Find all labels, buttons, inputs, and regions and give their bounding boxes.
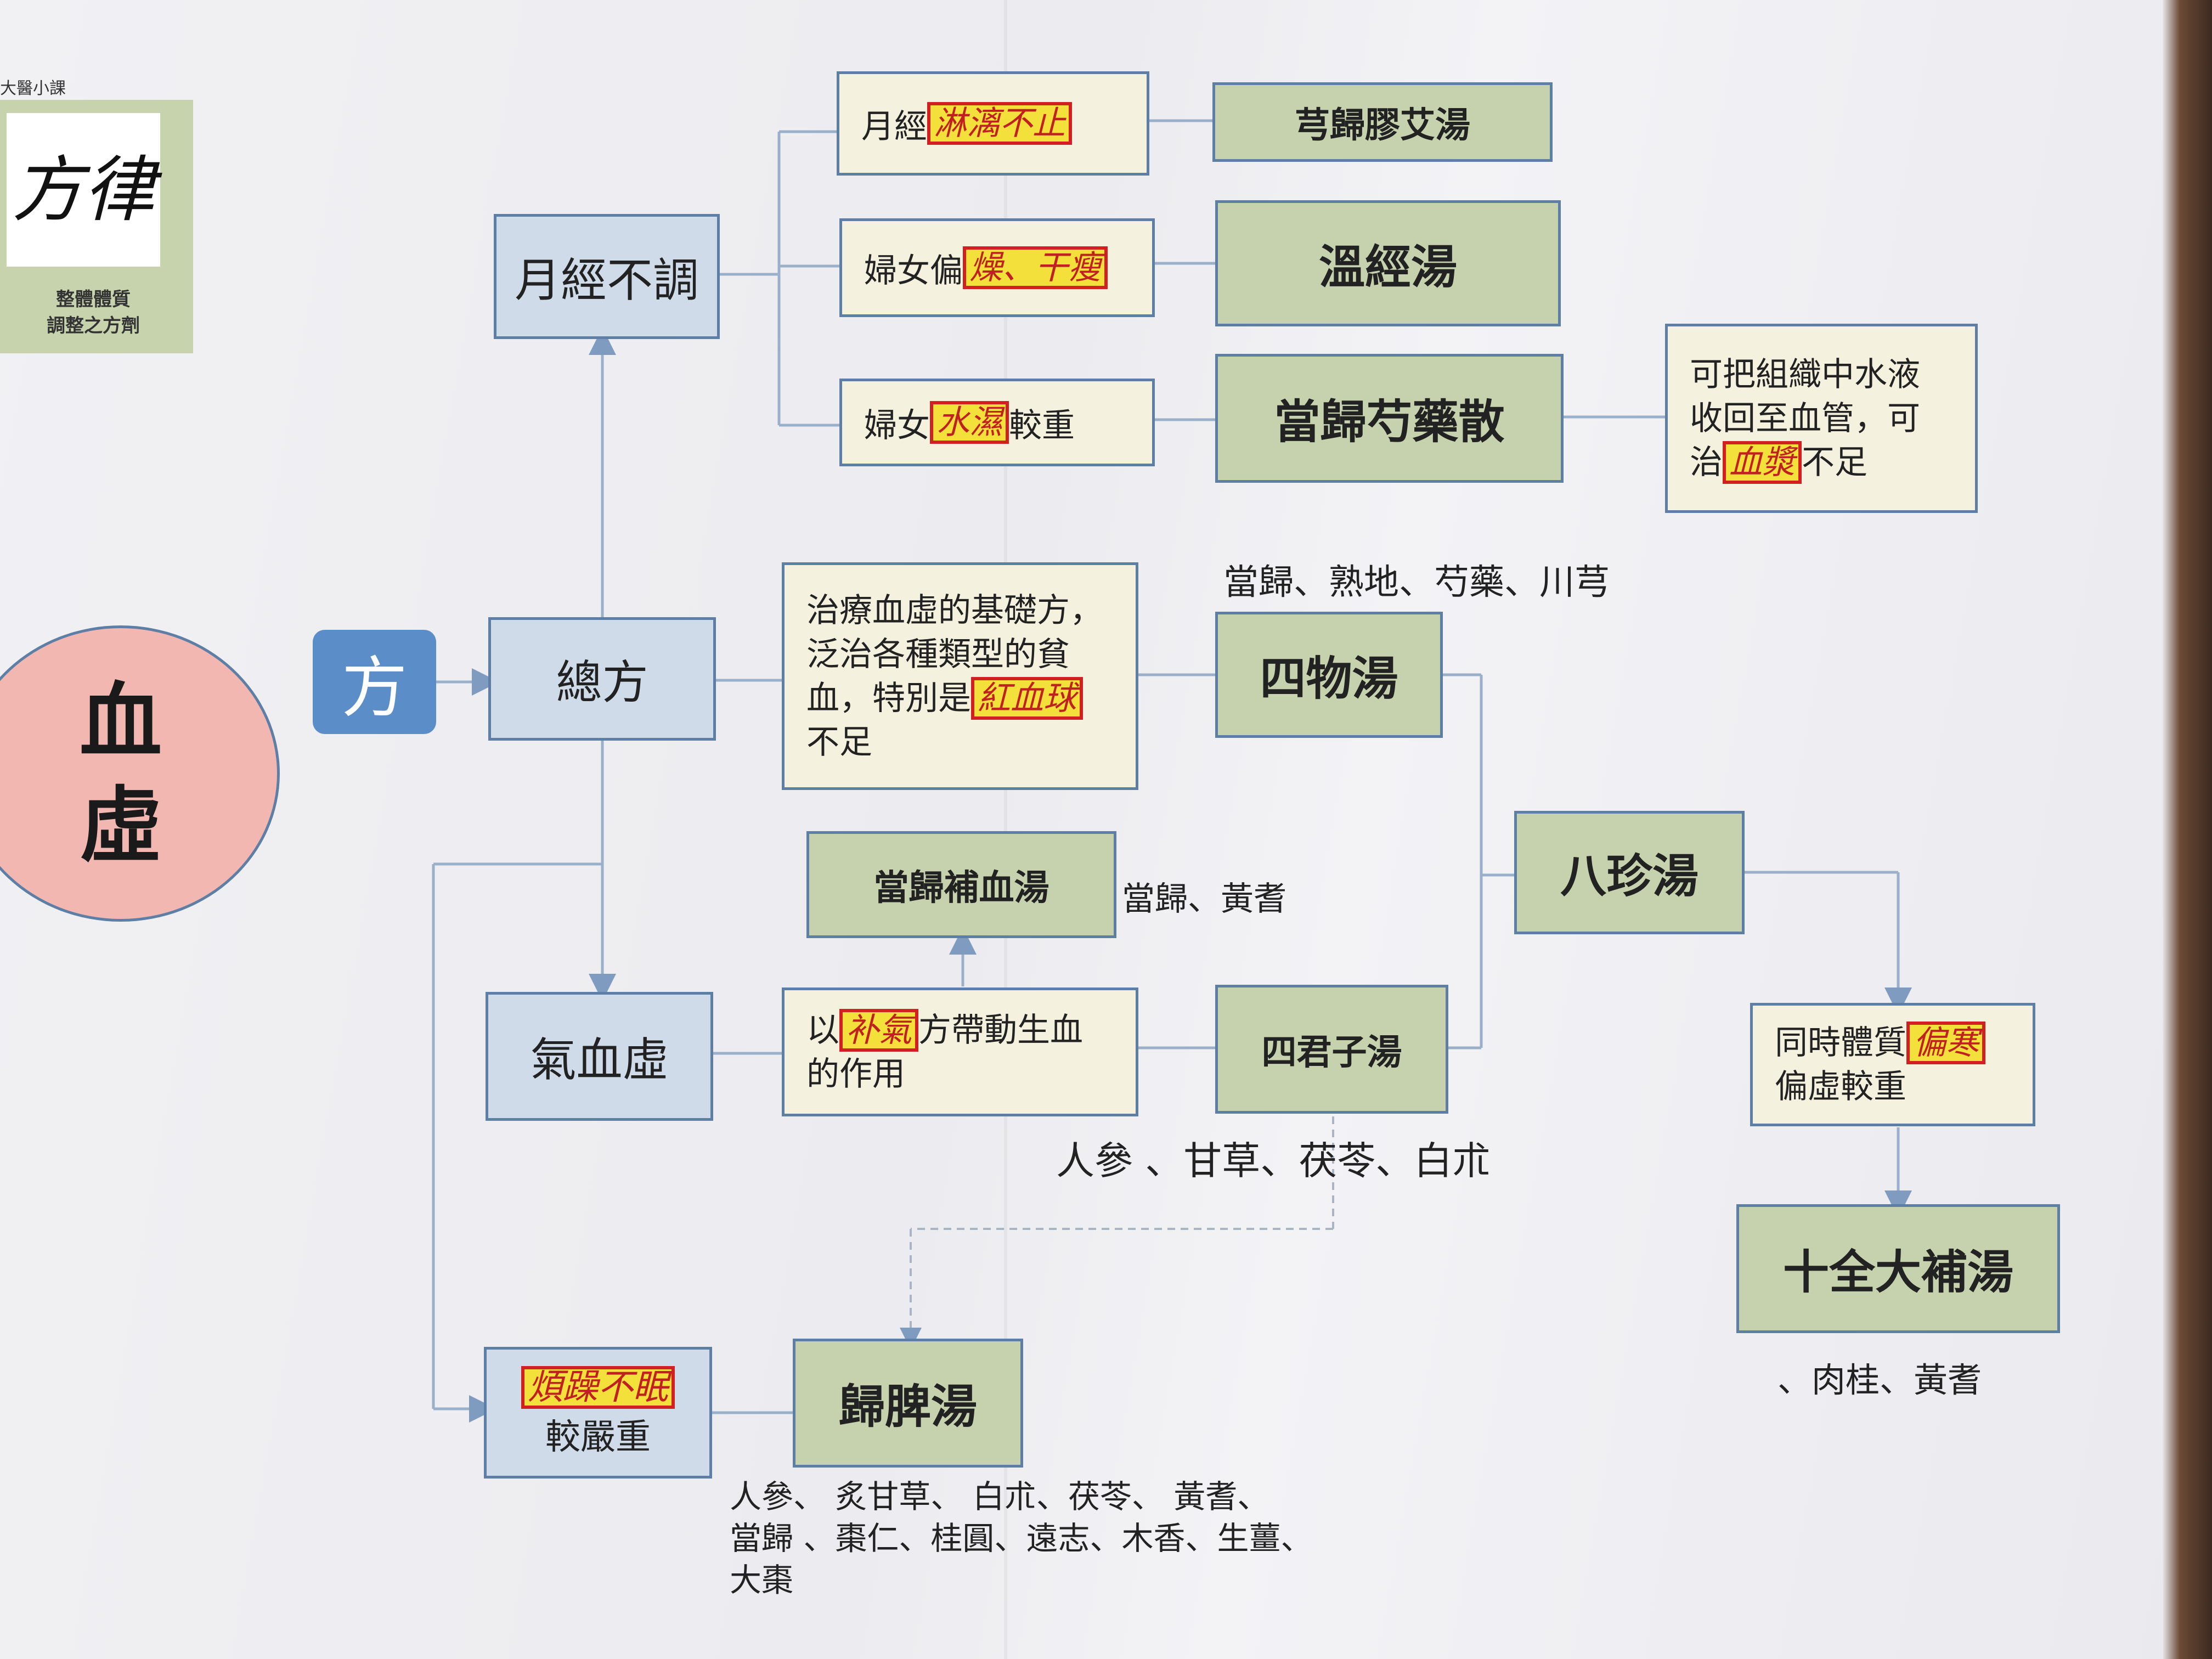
note-line: 治血漿不足 xyxy=(1690,441,1920,484)
cond-text: 較重 xyxy=(1009,406,1075,445)
formula-bazhen: 八珍湯 xyxy=(1514,811,1745,934)
formula-danggui-shaoyao: 當歸芍藥散 xyxy=(1215,354,1564,483)
herbs-shiquan: 、肉桂、黃耆 xyxy=(1778,1360,1982,1400)
note-line: 泛治各種類型的貧 xyxy=(806,635,1070,674)
formula-xiongguijiaoai: 芎歸膠艾湯 xyxy=(1212,82,1553,162)
highlight-mark: 偏寒 xyxy=(1906,1021,1985,1064)
cond-text: 婦女 xyxy=(864,406,930,445)
note-line: 以补氣方帶動生血 xyxy=(806,1008,1083,1052)
blood-deficiency-circle: 血 虛 xyxy=(0,625,280,922)
cond-yuejing: 月經 淋漓不止 xyxy=(837,71,1149,176)
cond-funv-shui: 婦女 水濕 較重 xyxy=(839,379,1155,466)
cond-text: 月經 xyxy=(861,107,927,146)
note-line: 不足 xyxy=(806,723,872,761)
node-yuejing-butiao: 月經不調 xyxy=(494,214,720,339)
logo-caption: 大醫小課 xyxy=(0,79,66,98)
cond-funv-pian: 婦女偏 燥、干瘦 xyxy=(839,218,1155,317)
formula-danggui-buxue: 當歸補血湯 xyxy=(806,831,1116,938)
note-siwu: 治療血虛的基礎方， 泛治各種類型的貧 血，特別是紅血球 不足 xyxy=(782,562,1138,790)
circle-line-2: 虛 xyxy=(79,777,162,874)
note-line: 可把組織中水液 xyxy=(1690,355,1920,394)
highlight-mark: 煩躁不眠 xyxy=(521,1366,675,1409)
logo: 方律 整體體質 調整之方劑 xyxy=(0,100,193,353)
node-jiaoyanzhong-label: 較嚴重 xyxy=(545,1417,651,1458)
note-line: 收回至血管，可 xyxy=(1690,399,1920,438)
formula-siwu: 四物湯 xyxy=(1215,612,1443,738)
highlight-mark: 淋漓不止 xyxy=(927,102,1072,145)
node-qixuexu: 氣血虛 xyxy=(486,992,713,1121)
fang-badge: 方 xyxy=(313,630,436,734)
logo-subtitle-2: 調整之方劑 xyxy=(47,315,140,337)
herbs-sijunzi: 人參 、甘草、茯苓、白朮 xyxy=(1056,1138,1491,1183)
note-qi: 以补氣方帶動生血 的作用 xyxy=(782,988,1138,1116)
note-shaoyao: 可把組織中水液 收回至血管，可 治血漿不足 xyxy=(1665,324,1978,513)
herbs-guipi-line: 當歸 、棗仁、桂圓、遠志、木香、生薑、 xyxy=(730,1520,1313,1557)
herbs-siwu: 當歸、熟地、芍藥、川芎 xyxy=(1223,562,1610,603)
note-line: 的作用 xyxy=(806,1054,905,1093)
circle-line-1: 血 xyxy=(79,673,162,770)
formula-guipi: 歸脾湯 xyxy=(793,1339,1023,1468)
formula-sijunzi: 四君子湯 xyxy=(1215,985,1448,1114)
node-jiaoyanzhong: 煩躁不眠 較嚴重 xyxy=(484,1347,712,1479)
note-line: 治療血虛的基礎方， xyxy=(806,591,1103,630)
note-line: 偏虛較重 xyxy=(1775,1067,1906,1106)
node-zongfang: 總方 xyxy=(488,617,716,741)
formula-wenjing: 溫經湯 xyxy=(1215,200,1561,326)
table-background xyxy=(2163,0,2212,1659)
cond-text: 婦女偏 xyxy=(864,251,963,290)
highlight-mark: 血漿 xyxy=(1723,441,1802,484)
note-line: 同時體質偏寒 xyxy=(1775,1021,1985,1065)
highlight-mark: 补氣 xyxy=(839,1008,918,1052)
herbs-guipi-line: 大棗 xyxy=(730,1561,794,1599)
logo-glyph: 方律 xyxy=(7,113,160,267)
highlight-mark: 燥、干瘦 xyxy=(963,246,1108,289)
herbs-guipi: 人參、 炙甘草、 白朮、茯苓、 黃耆、 當歸 、棗仁、桂圓、遠志、木香、生薑、 … xyxy=(730,1476,1312,1601)
logo-subtitle-1: 整體體質 xyxy=(56,289,131,311)
herbs-guipi-line: 人參、 炙甘草、 白朮、茯苓、 黃耆、 xyxy=(730,1478,1269,1515)
herbs-buxue: 當歸、黃耆 xyxy=(1122,880,1286,918)
note-bazhen: 同時體質偏寒 偏虛較重 xyxy=(1750,1003,2035,1126)
paper-fold xyxy=(1004,0,1007,1659)
highlight-mark: 水濕 xyxy=(930,401,1009,444)
note-line: 血，特別是紅血球 xyxy=(806,676,1103,720)
highlight-mark: 紅血球 xyxy=(971,676,1083,720)
formula-shiquan: 十全大補湯 xyxy=(1736,1204,2060,1333)
